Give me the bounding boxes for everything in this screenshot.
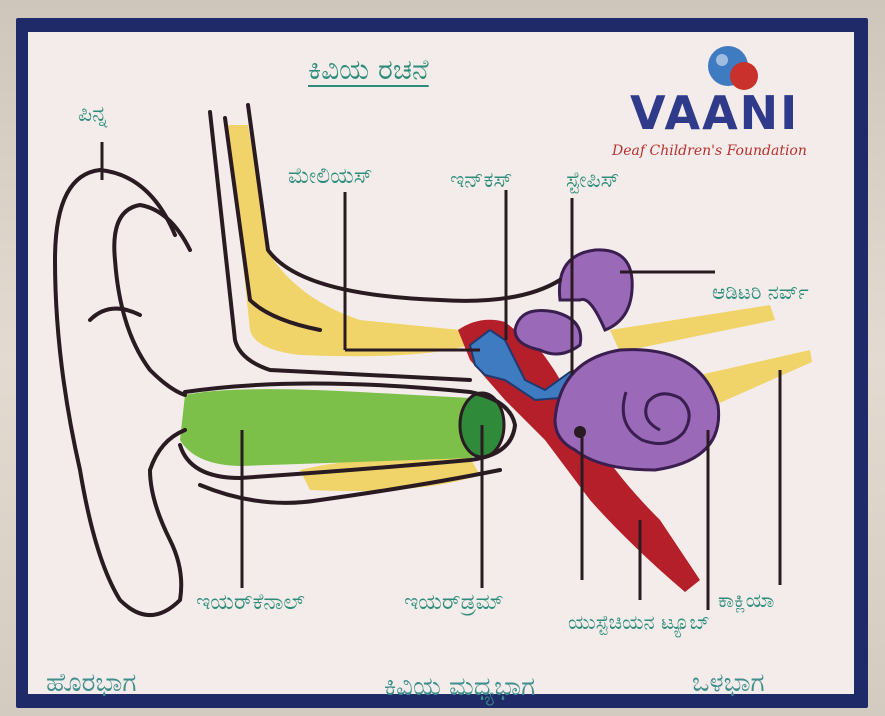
label-eardrum: ಇಯರ್‌ಡ್ರಮ್: [404, 592, 504, 614]
label-eustachian-tube: ಯುಸ್ಟೆಚಿಯನ ಟ್ಯೂಬ್: [568, 612, 710, 632]
auditory-nerve-bone: [610, 305, 775, 352]
logo-tagline: Deaf Children's Foundation: [612, 143, 807, 159]
diagram-title: ಕಿವಿಯ ರಚನೆ: [308, 56, 429, 84]
label-pinna: ಪಿನ್ನ: [78, 104, 107, 126]
label-incus: ಇನ್‌ಕಸ್: [450, 170, 512, 192]
cochlea-bone: [700, 350, 812, 405]
label-auditory-nerve: ಆಡಿಟರಿ ನರ್ವ್: [712, 282, 809, 302]
vaani-logo: VAANI Deaf Children's Foundation: [612, 40, 832, 170]
label-stapes: ಸ್ಟೇಪಿಸ್: [566, 170, 619, 192]
cochlea-shape: [555, 350, 719, 470]
logo-wordmark: VAANI: [630, 86, 799, 140]
ear-canal: [180, 389, 500, 466]
region-outer-ear: ಹೊರಭಾಗ: [46, 670, 136, 696]
label-malleus: ಮೇಲಿಯಸ್: [288, 166, 373, 188]
label-ear-canal: ಇಯರ್‌ಕೆನಾಲ್: [196, 592, 305, 614]
round-window: [574, 426, 586, 438]
region-middle-ear: ಕಿವಿಯ ಮಧ್ಯಭಾಗ: [384, 674, 535, 700]
label-cochlea: ಕಾಕ್ಲಿಯಾ: [718, 590, 774, 610]
temporal-bone-upper: [228, 125, 470, 356]
region-inner-ear: ಒಳಭಾಗ: [692, 670, 765, 696]
